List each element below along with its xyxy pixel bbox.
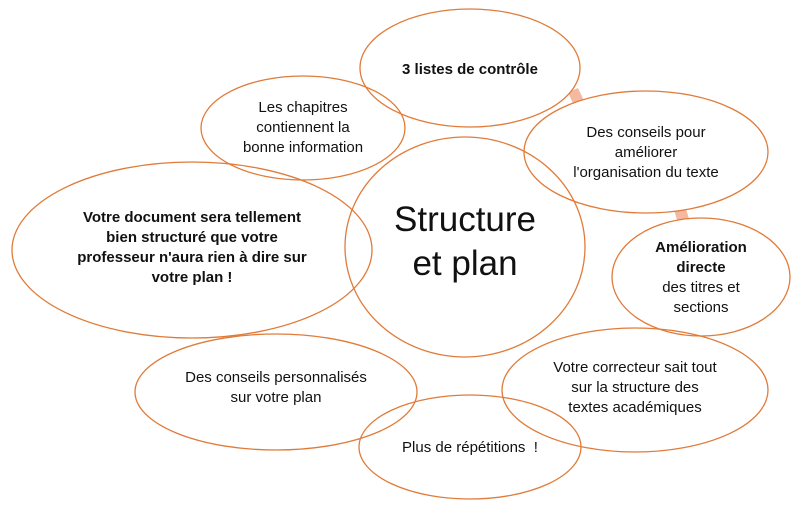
bubble-headings-line-1: des titres et (662, 279, 740, 296)
bubble-organisation-tips-line-1: Des conseils pour (586, 124, 706, 141)
bubble-organisation-tips-line-3: l'organisation du texte (573, 164, 719, 181)
bubble-organisation-tips-line-2: améliorer (614, 144, 678, 161)
bubble-personalised-tips: Des conseils personnalisés sur votre pla… (166, 366, 386, 410)
bubble-well-structured-line-1: Votre document sera tellement (82, 209, 302, 226)
bubble-outline-chapters (200, 75, 406, 181)
bubble-well-structured-line-4: votre plan ! (151, 269, 233, 286)
bubble-proofreader-line-3: textes académiques (568, 399, 702, 416)
bubble-proofreader-line-2: sur la structure des (571, 379, 699, 396)
bubble-checklists: 3 listes de contrôle (370, 52, 570, 88)
center-topic-line-2: et plan (412, 244, 518, 283)
center-circle-outline (344, 136, 586, 358)
bubble-outline-organisation-tips (523, 90, 769, 214)
bubble-headings-line-2: sections (673, 299, 729, 316)
bubble-proofreader-line-1: Votre correcteur sait tout (553, 359, 717, 376)
bubble-headings-bold-line-1: Amélioration (655, 239, 747, 256)
bubble-personalised-tips-line-1: Des conseils personnalisés (185, 369, 367, 386)
bubble-proofreader: Votre correcteur sait tout sur la struct… (525, 356, 745, 420)
bubble-well-structured-line-2: bien structuré que votre (106, 229, 278, 246)
center-topic: Structure et plan (365, 187, 565, 297)
bubble-chapters: Les chapitres contiennent la bonne infor… (213, 96, 393, 160)
bubble-chapters-line-3: bonne information (242, 139, 364, 156)
bubble-checklists-line-1: 3 listes de contrôle (402, 61, 538, 78)
bubble-organisation-tips: Des conseils pour améliorer l'organisati… (546, 121, 746, 185)
bubble-headings: Amélioration directe des titres et secti… (626, 236, 776, 320)
bubble-repetitions-line-1: Plus de répétitions ! (402, 439, 538, 456)
bubble-outline-repetitions (358, 394, 582, 500)
bubble-personalised-tips-line-2: sur votre plan (230, 389, 322, 406)
bubble-outline-well-structured (11, 161, 373, 339)
center-topic-line-1: Structure (394, 200, 536, 239)
bubble-repetitions: Plus de répétitions ! (370, 436, 570, 460)
bubble-chapters-line-2: contiennent la (256, 119, 350, 136)
bubble-headings-bold-line-2: directe (676, 259, 726, 276)
bubble-well-structured-line-3: professeur n'aura rien à dire sur (77, 249, 307, 266)
bubble-well-structured: Votre document sera tellement bien struc… (42, 206, 342, 290)
bubble-outline-personalised-tips (134, 333, 418, 451)
bubble-chapters-line-1: Les chapitres (258, 99, 348, 116)
bubble-outline-proofreader (501, 327, 769, 453)
bubble-outline-checklists (359, 8, 581, 128)
